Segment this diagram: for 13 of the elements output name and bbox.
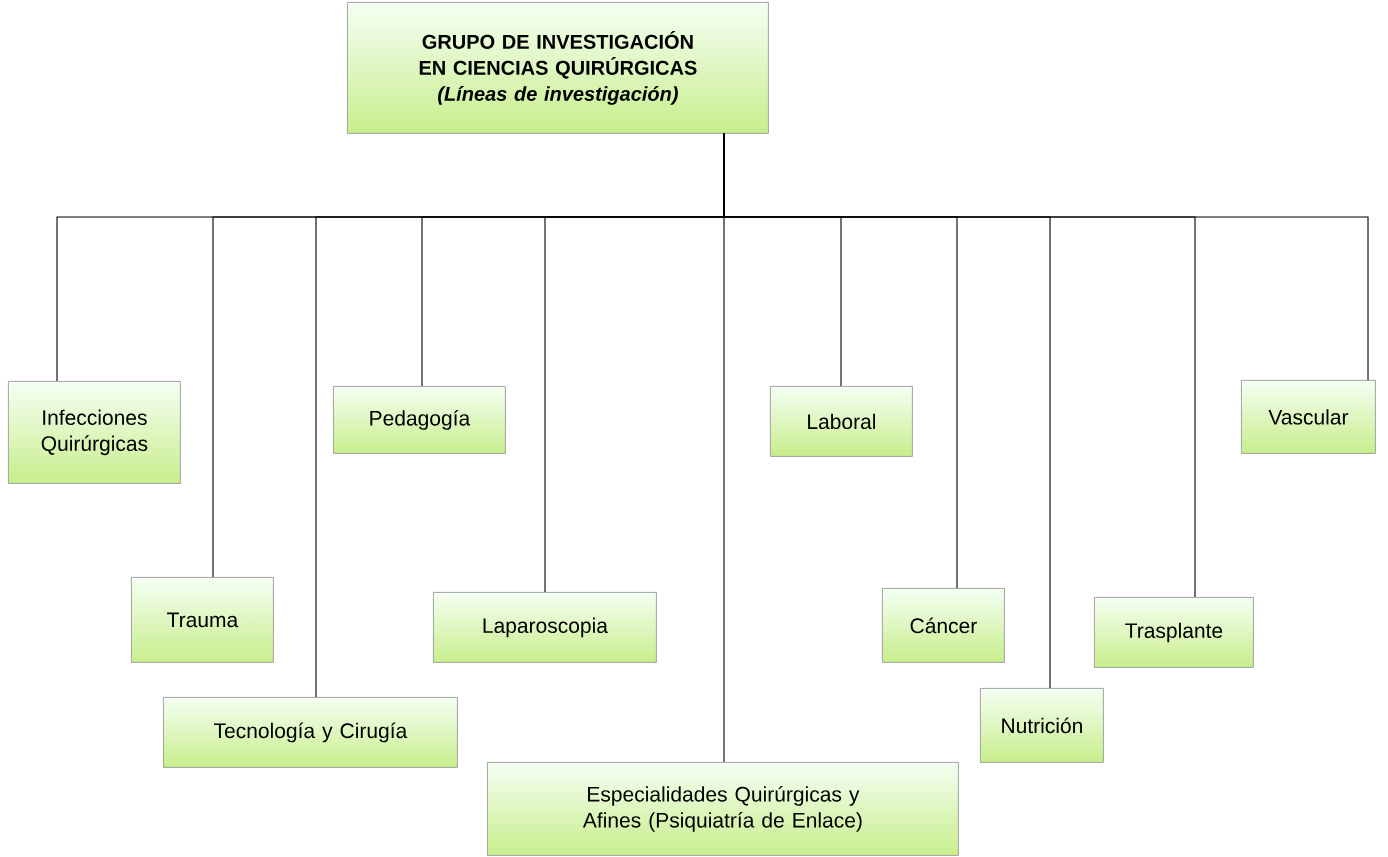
topic-box: Pedagogía [333, 386, 506, 454]
topic-box: Laparoscopia [433, 592, 657, 663]
topic-box: Tecnología y Cirugía [163, 697, 458, 768]
topic-box: Nutrición [980, 688, 1104, 763]
topic-box: Vascular [1241, 380, 1376, 454]
title-box: GRUPO DE INVESTIGACIÓN EN CIENCIAS QUIRÚRGICAS (Líneas de investigación) [347, 2, 769, 134]
topic-box: Laboral [770, 386, 913, 457]
topic-box: Trauma [131, 577, 274, 663]
topic-box: Especialidades Quirúrgicas y Afines (Psiquiatría de Enlace) [487, 762, 959, 856]
topic-box: Infecciones Quirúrgicas [8, 381, 181, 484]
connector-line [723, 133, 1369, 381]
topic-box: Trasplante [1094, 597, 1254, 668]
topic-box: Cáncer [882, 588, 1005, 663]
